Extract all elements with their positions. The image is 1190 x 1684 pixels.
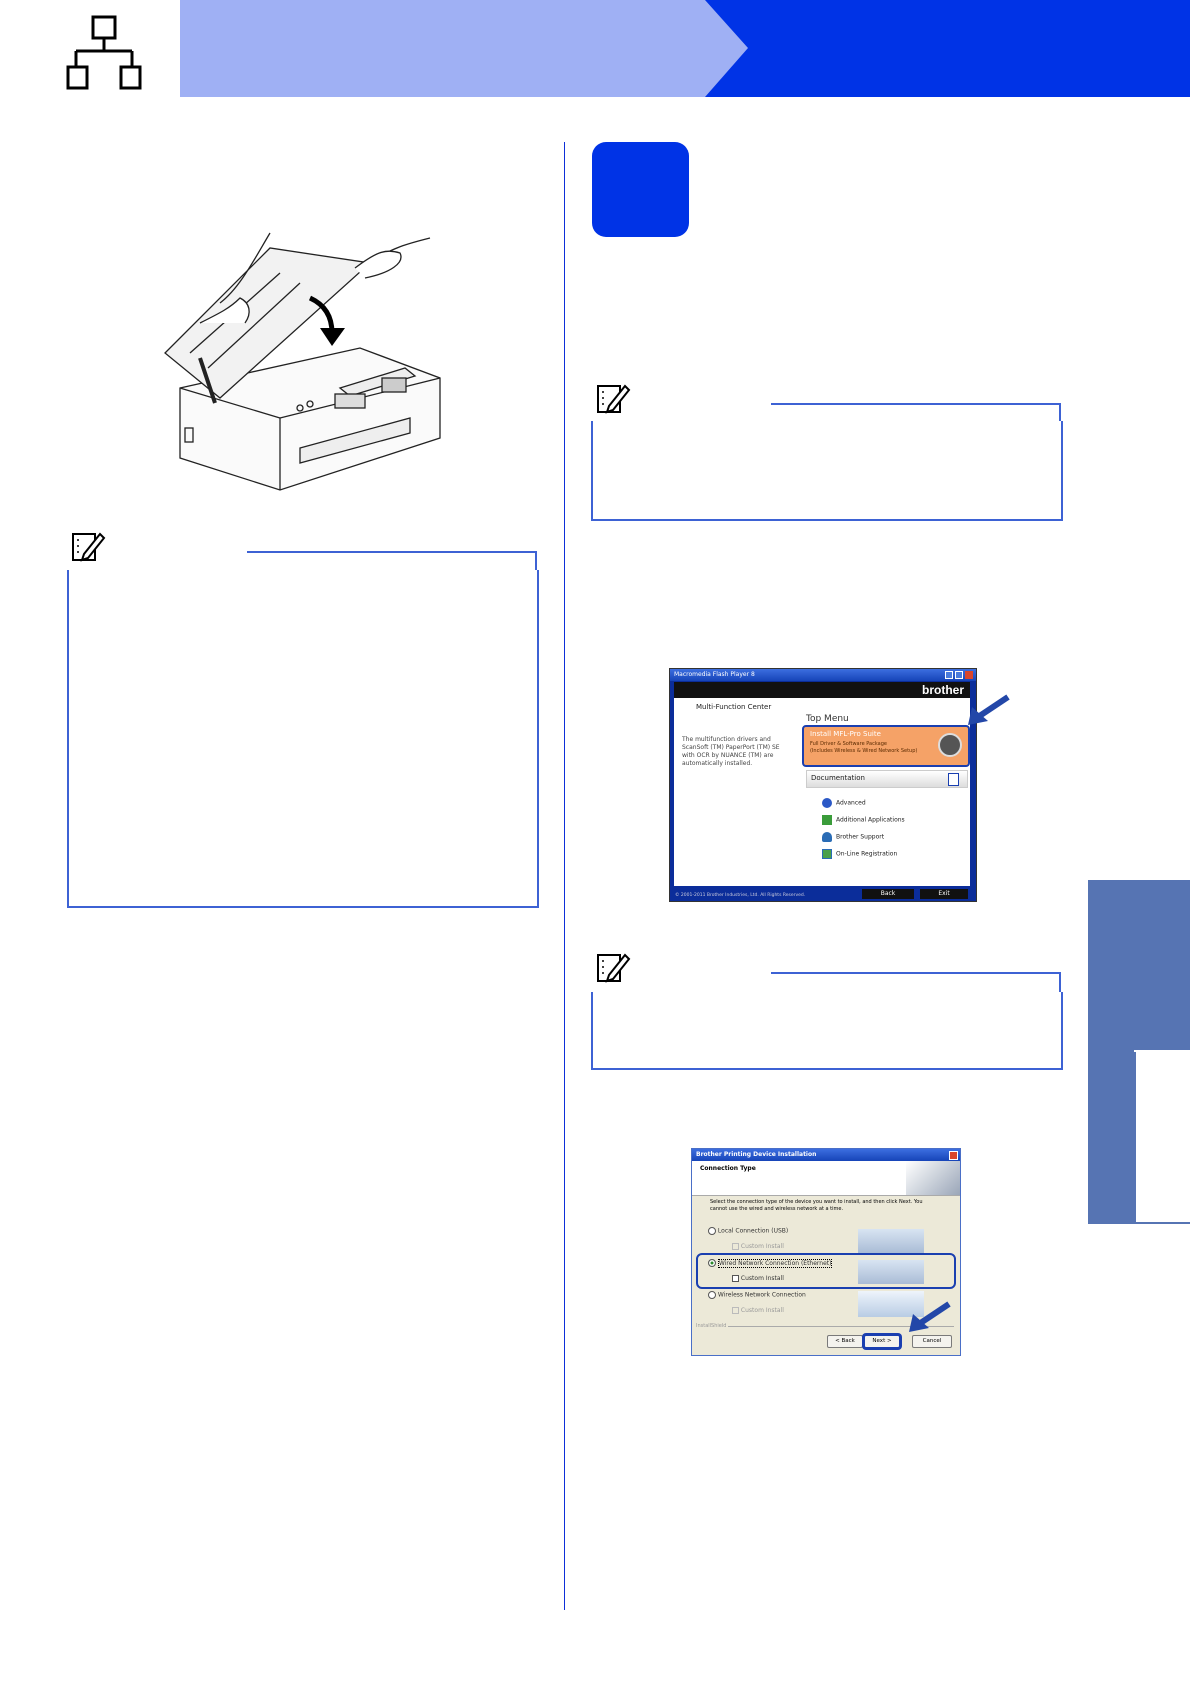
left-text: The multifunction drivers and ScanSoft (…: [682, 736, 780, 767]
column-divider: [564, 142, 565, 1610]
copyright: © 2001-2011 Brother Industries, Ltd. All…: [675, 893, 806, 898]
window-title: Macromedia Flash Player 8: [670, 669, 976, 681]
printer-scanner-cover-illustration: [164, 232, 441, 491]
pointer-arrow-icon: [968, 694, 1010, 725]
footer-installshield: InstallShield: [696, 1323, 727, 1329]
header-banner-light: [180, 0, 750, 97]
screenshot-top-menu: Macromedia Flash Player 8 brother Multi-…: [669, 668, 977, 902]
note-pencil-icon: [597, 384, 631, 414]
menu-item-brother-support[interactable]: Brother Support: [822, 832, 884, 842]
screenshot-connection-type: Brother Printing Device Installation Con…: [691, 1148, 961, 1356]
checkbox-custom-install-usb[interactable]: Custom Install: [732, 1243, 784, 1250]
network-icon: [66, 15, 142, 90]
step-number-badge: [592, 142, 689, 237]
checkbox-custom-install-wireless[interactable]: Custom Install: [732, 1307, 784, 1314]
back-button[interactable]: < Back: [827, 1335, 863, 1348]
applications-icon: [822, 815, 832, 825]
usb-cable-image: [858, 1229, 924, 1253]
instruction-text: Select the connection type of the device…: [710, 1199, 923, 1212]
wireless-image: [858, 1291, 924, 1317]
document-icon: [948, 773, 959, 786]
maximize-icon[interactable]: [955, 671, 963, 679]
side-tab-inactive: [1134, 1052, 1190, 1222]
support-person-icon: [822, 832, 832, 842]
note-box: [67, 570, 539, 908]
menu-item-advanced[interactable]: Advanced: [822, 798, 866, 808]
gear-icon: [822, 798, 832, 808]
window-title: Brother Printing Device Installation: [692, 1149, 960, 1161]
back-button[interactable]: Back: [862, 889, 914, 899]
note-top-line: [247, 551, 537, 553]
header-banner-dark: [705, 0, 1190, 97]
next-button[interactable]: Next >: [864, 1335, 900, 1348]
header-graphic: [906, 1161, 960, 1195]
documentation-button[interactable]: Documentation: [806, 770, 968, 788]
menu-item-additional-applications[interactable]: Additional Applications: [822, 815, 905, 825]
radio-wireless-network-connection[interactable]: Wireless Network Connection: [708, 1291, 806, 1299]
exit-button[interactable]: Exit: [920, 889, 968, 899]
close-icon[interactable]: [965, 671, 973, 679]
banner-chevron-cut: [705, 0, 748, 97]
note-box: [591, 421, 1063, 521]
side-tab: [1088, 882, 1134, 1222]
menu-item-online-registration[interactable]: On-Line Registration: [822, 849, 897, 859]
highlight-wired-option: [696, 1253, 956, 1289]
registration-icon: [822, 849, 832, 859]
radio-wired-network-connection[interactable]: Wired Network Connection (Ethernet): [708, 1258, 833, 1268]
side-tab-active: [1134, 882, 1190, 1050]
install-mfl-pro-button[interactable]: Install MFL-Pro Suite Full Driver & Soft…: [802, 725, 970, 767]
checkbox-custom-install-wired[interactable]: Custom Install: [732, 1275, 784, 1282]
menu-heading: Top Menu: [806, 714, 849, 724]
note-pencil-icon: [597, 953, 631, 983]
cd-install-icon: [938, 733, 962, 757]
close-icon[interactable]: [949, 1151, 958, 1160]
pointer-arrow-icon: [909, 1301, 951, 1332]
radio-local-connection[interactable]: Local Connection (USB): [708, 1227, 788, 1235]
note-box: [591, 992, 1063, 1070]
section-title: Connection Type: [700, 1165, 756, 1172]
note-pencil-icon: [72, 532, 106, 562]
cancel-button[interactable]: Cancel: [912, 1335, 952, 1348]
minimize-icon[interactable]: [945, 671, 953, 679]
brand-logo: brother: [922, 683, 964, 697]
ethernet-cable-image: [858, 1260, 924, 1284]
left-heading: Multi-Function Center: [696, 703, 772, 711]
